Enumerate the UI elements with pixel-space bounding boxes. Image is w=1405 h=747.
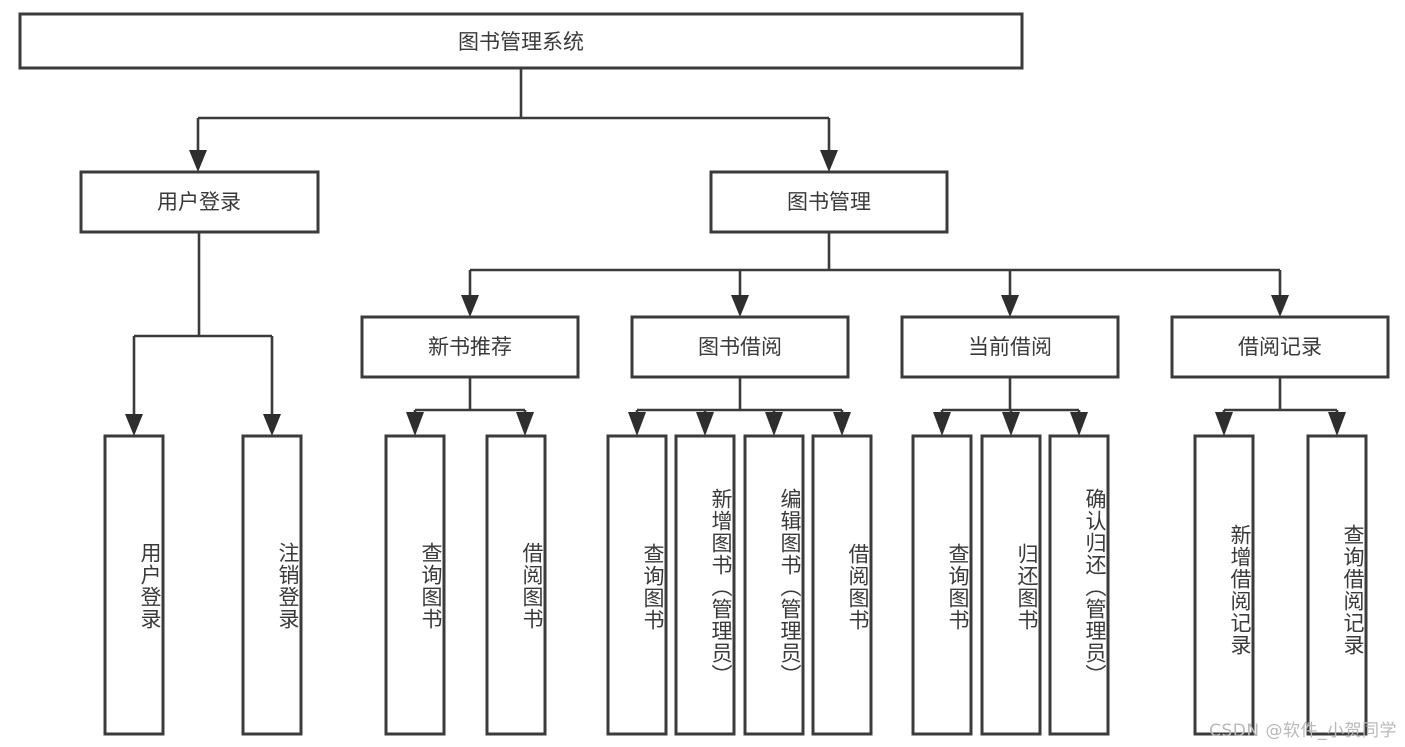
csdn-watermark: CSDN @软件_小贺同学 [1209,721,1397,741]
node-label-book-borrow: 图书借阅 [698,335,782,359]
connector-userlogin-to-leaves [125,232,281,436]
node-current-borrow[interactable]: 当前借阅 [900,315,1120,379]
connector-newbook-to-leaves [406,377,534,436]
leaf-new-book-recommend-0[interactable]: 查询图书 [384,434,446,736]
node-label-book-management: 图书管理 [787,190,871,214]
leaf-current-borrow-2[interactable]: 确认归还（管理员） [1048,434,1110,736]
leaf-label-current-borrow-1: 归还图书 [1015,543,1039,631]
leaf-current-borrow-0[interactable]: 查询图书 [911,434,973,736]
connector-currentborrow-to-leaves [933,377,1088,436]
node-book-management[interactable]: 图书管理 [709,170,949,234]
leaf-label-current-borrow-2: 确认归还（管理员） [1083,488,1107,686]
node-label-user-login: 用户登录 [157,190,241,214]
leaf-label-new-book-recommend-1: 借阅图书 [520,542,544,630]
connector-borrowrecord-to-leaves [1215,377,1346,436]
node-user-login[interactable]: 用户登录 [79,170,320,234]
leaf-label-book-borrow-2: 编辑图书（管理员） [778,488,802,686]
leaf-book-borrow-0[interactable]: 查询图书 [606,434,668,736]
leaf-user-login-1[interactable]: 注销登录 [241,434,303,736]
leaf-new-book-recommend-1[interactable]: 借阅图书 [485,434,547,736]
leaf-borrow-record-1[interactable]: 查询借阅记录 [1306,434,1368,736]
node-label-current-borrow: 当前借阅 [968,335,1052,359]
leaf-book-borrow-3[interactable]: 借阅图书 [811,434,873,736]
node-borrow-record[interactable]: 借阅记录 [1170,315,1390,379]
leaf-label-borrow-record-1: 查询借阅记录 [1341,524,1365,656]
connector-bookmgmt-to-level3 [461,232,1289,317]
node-new-book-recommend[interactable]: 新书推荐 [360,315,580,379]
connector-root-to-level2 [189,68,838,172]
leaf-user-login-0[interactable]: 用户登录 [103,434,165,736]
leaf-label-new-book-recommend-0: 查询图书 [419,542,443,630]
node-label-borrow-record: 借阅记录 [1238,335,1322,359]
leaf-label-borrow-record-0: 新增借阅记录 [1228,524,1252,656]
node-label-root: 图书管理系统 [458,30,584,54]
leaf-label-current-borrow-0: 查询图书 [946,543,970,631]
leaf-label-book-borrow-3: 借阅图书 [846,543,870,631]
leaf-borrow-record-0[interactable]: 新增借阅记录 [1193,434,1255,736]
leaf-label-book-borrow-0: 查询图书 [641,543,665,631]
node-label-new-book-recommend: 新书推荐 [428,335,512,359]
connector-bookborrow-to-leaves [628,377,851,436]
node-book-borrow[interactable]: 图书借阅 [630,315,850,379]
leaf-label-user-login-0: 用户登录 [138,542,162,630]
leaf-label-book-borrow-1: 新增图书（管理员） [709,488,733,686]
leaf-current-borrow-1[interactable]: 归还图书 [980,434,1042,736]
leaf-book-borrow-1[interactable]: 新增图书（管理员） [674,434,736,736]
leaf-book-borrow-2[interactable]: 编辑图书（管理员） [743,434,805,736]
leaf-label-user-login-1: 注销登录 [276,542,300,630]
node-root-system[interactable]: 图书管理系统 [18,12,1024,70]
